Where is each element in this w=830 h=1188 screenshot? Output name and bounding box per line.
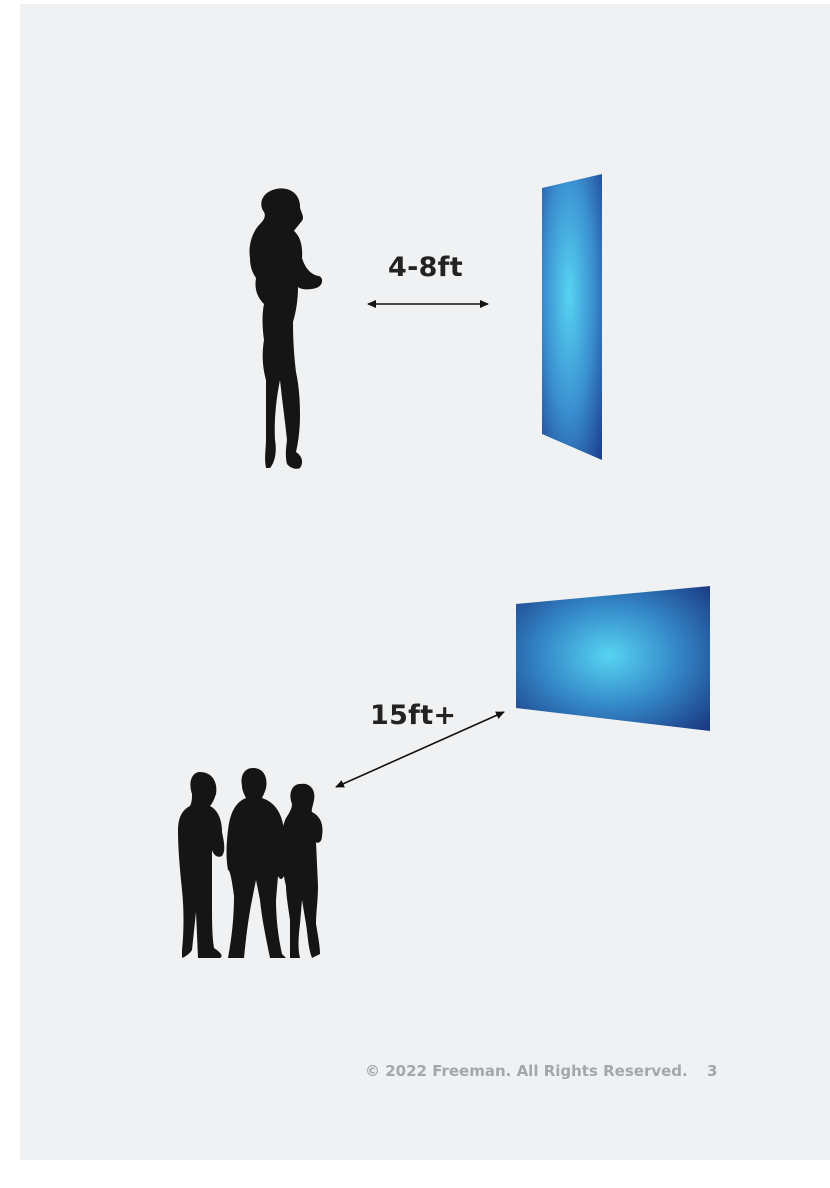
group-of-people-silhouette-icon	[178, 768, 323, 958]
horizontal-led-wall	[516, 586, 710, 731]
far-distance-label: 15ft+	[370, 700, 456, 731]
vertical-led-panel	[542, 174, 602, 460]
man-middle-silhouette	[227, 768, 287, 958]
near-distance-label: 4-8ft	[388, 252, 463, 283]
standing-woman-silhouette-icon	[249, 188, 322, 468]
footer: © 2022 Freeman. All Rights Reserved. 3	[365, 1062, 721, 1080]
woman-right-silhouette	[282, 784, 323, 958]
page-number: 3	[707, 1062, 717, 1080]
copyright-text: © 2022 Freeman. All Rights Reserved.	[365, 1062, 688, 1080]
man-left-silhouette	[178, 772, 224, 958]
